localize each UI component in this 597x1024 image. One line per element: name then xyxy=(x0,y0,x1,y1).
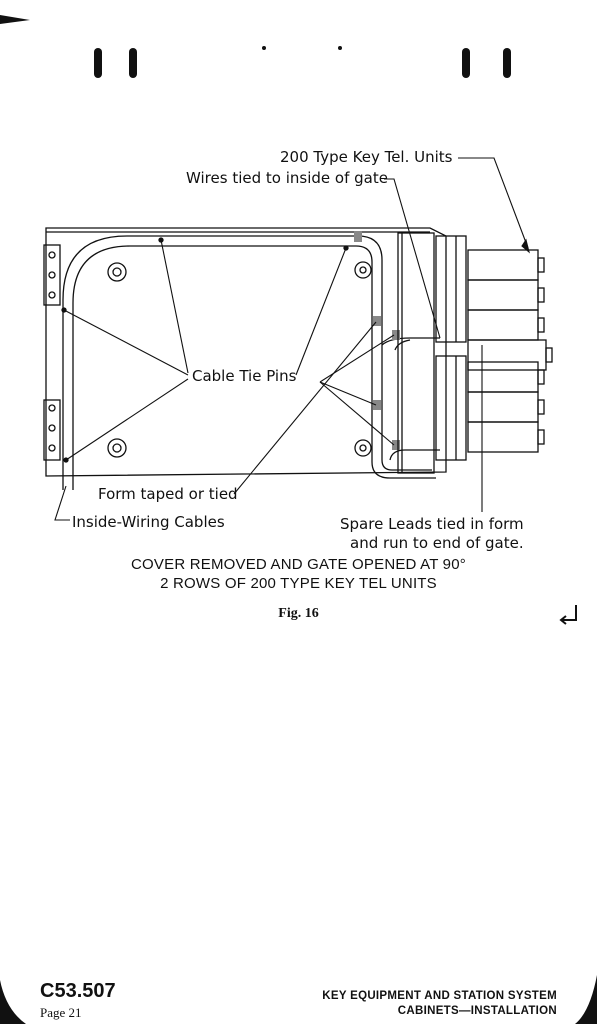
dot-mark-2 xyxy=(338,46,342,50)
return-arrow-icon xyxy=(559,605,577,625)
unit-knob-2 xyxy=(537,287,545,303)
leader-tie-pin-left xyxy=(63,309,189,376)
label-spare-leads-2: and run to end of gate. xyxy=(350,534,524,552)
screw-3 xyxy=(48,291,56,299)
unit-knob-5 xyxy=(537,369,545,385)
arrowhead-key-tel xyxy=(521,238,530,254)
key-tel-unit-4 xyxy=(467,339,547,371)
key-tel-unit-6 xyxy=(467,391,539,423)
footer-title-2: CABINETS—INSTALLATION xyxy=(397,1005,557,1017)
tape-4 xyxy=(392,330,400,340)
leader-tie-pin-right xyxy=(295,247,347,376)
page-tab-mark xyxy=(0,15,30,24)
label-wires-tied: Wires tied to inside of gate xyxy=(186,169,388,187)
gate-wire-upper xyxy=(381,337,440,346)
unit-knob-4 xyxy=(545,347,553,363)
tape-2 xyxy=(373,316,381,326)
key-tel-unit-1 xyxy=(467,249,539,281)
punch-hole-3 xyxy=(462,48,470,78)
mount-hole-1-inner xyxy=(112,267,122,277)
punch-hole-1 xyxy=(94,48,102,78)
gate-wire-upper-inner xyxy=(394,339,411,351)
caption-line-2: 2 ROWS OF 200 TYPE KEY TEL UNITS xyxy=(160,575,437,592)
cable-form-outer xyxy=(62,235,432,490)
leader-tape-mid xyxy=(319,381,377,406)
document-number: C53.507 xyxy=(40,980,116,1002)
unit-knob-7 xyxy=(537,429,545,445)
unit-plate-lower xyxy=(435,355,467,461)
leader-tie-pin-top xyxy=(160,239,189,374)
screw-4 xyxy=(48,404,56,412)
unit-knob-1 xyxy=(537,257,545,273)
punch-hole-2 xyxy=(129,48,137,78)
mount-hole-1 xyxy=(107,262,127,282)
label-key-tel-units: 200 Type Key Tel. Units xyxy=(280,148,453,166)
tie-pin-lower xyxy=(63,457,69,463)
key-tel-unit-2 xyxy=(467,279,539,311)
footer-title-1: KEY EQUIPMENT AND STATION SYSTEM xyxy=(322,990,557,1002)
mount-hole-3-inner xyxy=(359,266,367,274)
label-spare-leads-1: Spare Leads tied in form xyxy=(340,515,524,533)
key-tel-unit-7 xyxy=(467,421,539,453)
mount-hole-4 xyxy=(354,439,372,457)
leader-tape-gate2 xyxy=(319,381,395,446)
punch-hole-4 xyxy=(503,48,511,78)
tape-5 xyxy=(392,440,400,450)
dot-mark-1 xyxy=(262,46,266,50)
leader-form-taped xyxy=(233,321,377,495)
gate-frame xyxy=(397,232,435,474)
leader-wires-tied xyxy=(384,178,441,339)
screw-2 xyxy=(48,271,56,279)
corner-left-mark xyxy=(0,980,26,1024)
label-cable-tie-pins: Cable Tie Pins xyxy=(192,367,297,385)
leader-key-tel-units xyxy=(458,157,529,249)
tie-pin-left xyxy=(61,307,67,313)
label-form-taped: Form taped or tied xyxy=(98,485,238,503)
page-number: Page 21 xyxy=(40,1005,82,1020)
mount-hole-3 xyxy=(354,261,372,279)
mount-hole-4-inner xyxy=(359,444,367,452)
leader-tape-gate1 xyxy=(319,334,395,383)
gate-wire-lower xyxy=(389,449,440,461)
tape-1 xyxy=(354,231,362,242)
mounting-strip-bottom xyxy=(43,399,61,461)
unit-knob-3 xyxy=(537,317,545,333)
tie-pin-right xyxy=(343,245,349,251)
leader-inside-wiring xyxy=(54,485,70,521)
unit-knob-6 xyxy=(537,399,545,415)
tie-pin-top xyxy=(158,237,164,243)
figure-number: Fig. 16 xyxy=(278,606,319,621)
screw-5 xyxy=(48,424,56,432)
label-inside-wiring: Inside-Wiring Cables xyxy=(72,513,225,531)
caption-line-1: COVER REMOVED AND GATE OPENED AT 90° xyxy=(131,556,466,573)
leader-lines xyxy=(54,157,530,521)
key-tel-unit-3 xyxy=(467,309,539,341)
key-tel-unit-5 xyxy=(467,361,539,393)
tape-3 xyxy=(373,400,381,410)
cabinet-outline xyxy=(45,227,447,477)
leader-tie-pin-lower xyxy=(65,378,189,461)
screw-1 xyxy=(48,251,56,259)
mount-hole-2 xyxy=(107,438,127,458)
cable-form-inner xyxy=(72,245,436,490)
mount-hole-2-inner xyxy=(112,443,122,453)
unit-plate-upper xyxy=(435,235,467,343)
screw-6 xyxy=(48,444,56,452)
mounting-strip-top xyxy=(43,244,61,306)
corner-right-mark xyxy=(575,975,597,1024)
key-tel-units xyxy=(467,249,553,453)
cabinet-diagram xyxy=(43,157,577,625)
